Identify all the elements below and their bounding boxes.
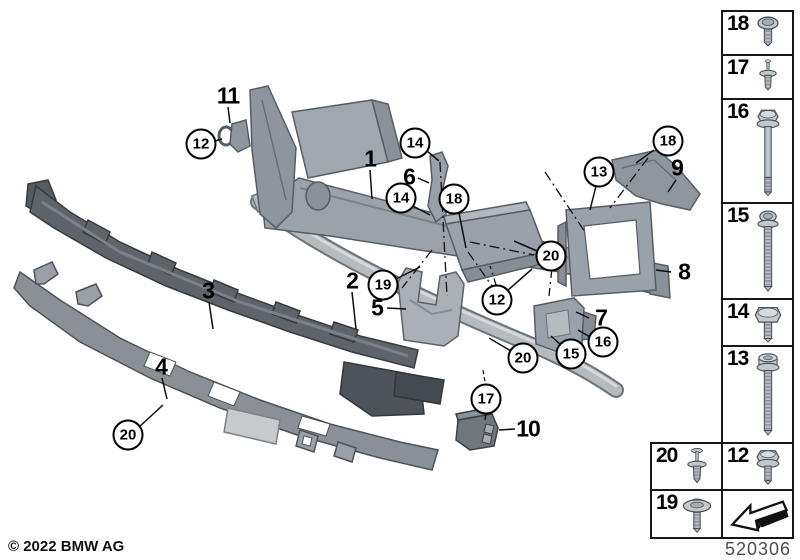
callout-fastener-20-b[interactable]: 20 [507,342,539,374]
fastener-cell-15-label: 15 [727,204,749,227]
callout-part-7[interactable]: 7 [595,304,608,331]
part-10-adapter[interactable] [455,407,499,451]
callout-fastener-13[interactable]: 13 [583,156,615,188]
fastener-cell-14[interactable]: 14 [721,298,794,347]
callout-part-5[interactable]: 5 [371,294,384,321]
cylinder-bolt-long-icon [756,353,780,436]
fastener-cell-19-label: 19 [656,491,678,514]
part-5-support-yoke[interactable] [397,267,465,347]
callout-fastener-17[interactable]: 17 [470,383,502,415]
direction-arrow-icon [730,500,789,532]
callout-fastener-14-a[interactable]: 14 [399,127,431,159]
part-9-corner-bracket[interactable] [611,149,701,211]
fastener-cell-20[interactable]: 20 [650,442,723,491]
callout-fastener-12-a[interactable]: 12 [185,128,217,160]
callout-part-3[interactable]: 3 [202,277,215,304]
expansion-rivet-pin-icon [687,448,707,484]
callout-part-6[interactable]: 6 [403,163,416,190]
part-3-impact-absorber[interactable] [25,179,445,417]
fastener-cell-16-label: 16 [727,100,749,123]
callout-part-2[interactable]: 2 [346,267,359,294]
direction-arrow-cell [721,489,794,539]
fastener-cell-16[interactable]: 16 [721,98,794,204]
fastener-cell-13-label: 13 [727,347,749,370]
pan-head-screw-icon [757,16,779,47]
fastener-cell-12[interactable]: 12 [721,442,794,491]
callout-part-10[interactable]: 10 [516,415,541,442]
callout-fastener-20-c[interactable]: 20 [112,419,144,451]
diagram-number: 520306 [724,539,792,559]
fastener-cell-17[interactable]: 17 [721,54,794,100]
callout-fastener-20-a[interactable]: 20 [535,240,567,272]
part-11-clip[interactable] [217,119,251,153]
fastener-cell-18[interactable]: 18 [721,10,794,56]
copyright-text: © 2022 BMW AG [8,538,125,555]
callout-fastener-16[interactable]: 16 [587,326,619,358]
hex-bolt-icon [754,307,782,343]
alignment-lines [401,157,649,389]
fastener-cell-19[interactable]: 19 [650,489,723,539]
callout-fastener-12-b[interactable]: 12 [481,284,513,316]
callout-part-8[interactable]: 8 [678,258,691,285]
part-8-mount-bracket[interactable] [557,201,657,297]
callout-fastener-15[interactable]: 15 [555,338,587,370]
part-4-lower-absorber[interactable] [13,261,439,471]
callout-fastener-19[interactable]: 19 [367,269,399,301]
callout-part-9[interactable]: 9 [671,154,684,181]
callout-fastener-14-b[interactable]: 14 [385,182,417,214]
fastener-cell-20-label: 20 [656,444,678,467]
washer-screw-icon [682,498,712,533]
fastener-cell-14-label: 14 [727,300,749,323]
fastener-cell-15[interactable]: 15 [721,202,794,300]
callout-fastener-18-a[interactable]: 18 [438,183,470,215]
fastener-cell-12-label: 12 [727,444,749,467]
crash-box[interactable] [443,201,552,283]
callout-fastener-18-b[interactable]: 18 [652,125,684,157]
fastener-cell-17-label: 17 [727,56,749,79]
expansion-rivet-icon [759,59,777,91]
hex-flange-screw-icon [756,450,780,486]
callout-part-4[interactable]: 4 [155,353,168,380]
hex-flange-bolt-long-icon [756,109,780,197]
torx-screw-long-icon [757,210,779,292]
callout-part-11[interactable]: 11 [216,82,240,109]
fastener-cell-18-label: 18 [727,12,749,35]
fastener-cell-13[interactable]: 13 [721,345,794,444]
callout-part-1[interactable]: 1 [364,145,377,172]
